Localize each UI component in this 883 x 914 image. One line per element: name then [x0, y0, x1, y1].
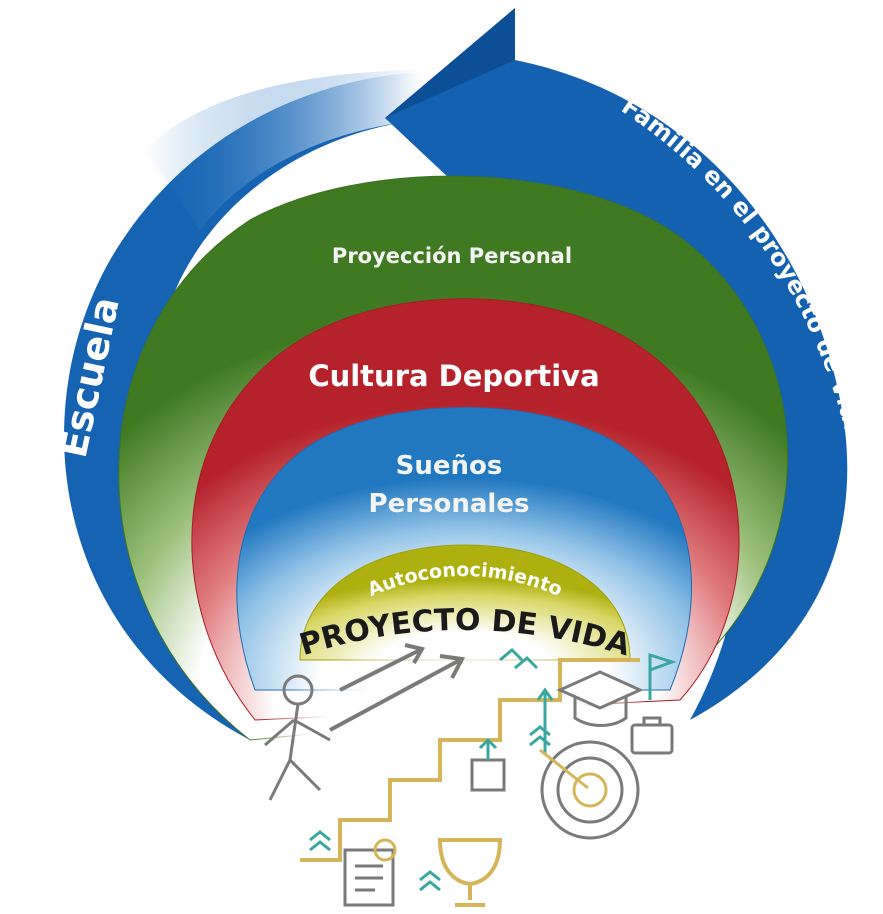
trophy-icon [437, 838, 503, 907]
center-illustration [235, 630, 685, 914]
label-sports-culture: Cultura Deportiva [308, 359, 599, 393]
stairs-icon [300, 658, 640, 862]
graduation-cap-icon [556, 670, 644, 727]
flag-icon [648, 652, 677, 700]
label-personal-dreams-line1: Sueños [396, 451, 503, 481]
person-climbing-icon [264, 674, 331, 801]
arrow-up-icon [329, 643, 466, 732]
document-icon [343, 838, 397, 907]
ring-yellow-self-knowledge [299, 544, 631, 661]
label-personal-projection: Proyección Personal [332, 244, 572, 268]
briefcase-icon [630, 716, 674, 755]
label-personal-dreams-line2: Personales [369, 489, 530, 519]
target-icon [539, 740, 640, 840]
